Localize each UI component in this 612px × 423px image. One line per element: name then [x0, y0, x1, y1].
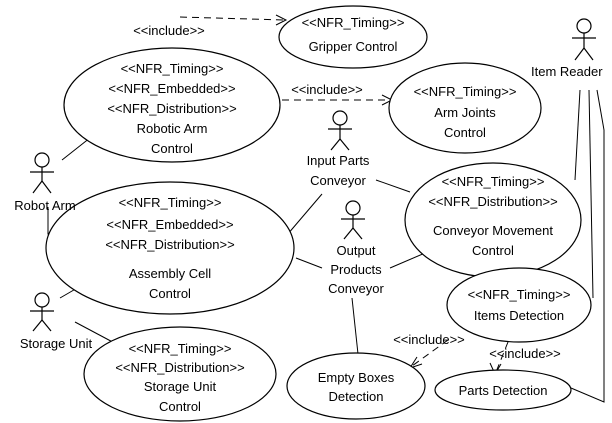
- gripper-control-stereotype: <<NFR_Timing>>: [302, 15, 405, 30]
- association-output-conveyor-empty-boxes: [351, 297, 359, 355]
- associations: [47, 89, 605, 403]
- arm-joints-stereotype: <<NFR_Timing>>: [414, 84, 517, 99]
- input-conveyor-stick-figure-icon: [328, 110, 352, 151]
- include-parts-line: [495, 341, 509, 373]
- association-item-reader-conveyor-movement: [574, 89, 581, 181]
- output-conveyor-label-line2: Products: [330, 262, 382, 277]
- use-case-parts-detection: Parts Detection: [434, 369, 572, 411]
- robotic-arm-name-line1: Robotic Arm: [137, 121, 208, 136]
- parts-detection-name: Parts Detection: [459, 383, 548, 398]
- actor-output-products-conveyor: Output Products Conveyor: [328, 200, 384, 296]
- storage-control-stereotype-timing: <<NFR_Timing>>: [129, 341, 232, 356]
- robotic-arm-stereotype-distribution: <<NFR_Distribution>>: [107, 101, 236, 116]
- arm-joints-name-line2: Control: [444, 125, 486, 140]
- use-case-assembly-cell-control: <<NFR_Timing>> <<NFR_Embedded>> <<NFR_Di…: [45, 181, 295, 315]
- conveyor-movement-name-line1: Conveyor Movement: [433, 223, 553, 238]
- robot-arm-stick-figure-icon: [30, 152, 54, 194]
- assembly-cell-stereotype-distribution: <<NFR_Distribution>>: [105, 237, 234, 252]
- use-case-empty-boxes-detection: Empty Boxes Detection: [286, 352, 426, 420]
- robot-arm-label: Robot Arm: [14, 198, 75, 213]
- use-case-robotic-arm-control: <<NFR_Timing>> <<NFR_Embedded>> <<NFR_Di…: [63, 47, 281, 163]
- actor-item-reader: Item Reader: [531, 18, 603, 79]
- assembly-cell-stereotype-timing: <<NFR_Timing>>: [119, 195, 222, 210]
- items-detection-stereotype: <<NFR_Timing>>: [468, 287, 571, 302]
- include-parts-label: <<include>>: [489, 346, 561, 361]
- include-gripper-label: <<include>>: [133, 23, 205, 38]
- use-case-gripper-control: <<NFR_Timing>> Gripper Control: [278, 5, 428, 69]
- gripper-control-name: Gripper Control: [309, 39, 398, 54]
- storage-control-name-line2: Control: [159, 399, 201, 414]
- actor-storage-unit: Storage Unit: [20, 292, 93, 351]
- robotic-arm-stereotype-timing: <<NFR_Timing>>: [121, 61, 224, 76]
- association-input-conveyor-conveyor-movement: [375, 179, 411, 193]
- item-reader-label: Item Reader: [531, 64, 603, 79]
- actor-robot-arm: Robot Arm: [14, 152, 76, 213]
- assembly-cell-name-line2: Control: [149, 286, 191, 301]
- actor-input-parts-conveyor: Input Parts Conveyor: [307, 110, 370, 188]
- input-conveyor-label-line1: Input Parts: [307, 153, 370, 168]
- items-detection-name: Items Detection: [474, 308, 564, 323]
- include-relations: <<include>> <<include>> <<include>> <<in…: [133, 14, 561, 376]
- empty-boxes-name-line1: Empty Boxes: [318, 370, 395, 385]
- assembly-cell-name-line1: Assembly Cell: [129, 266, 211, 281]
- include-empty-boxes-label: <<include>>: [393, 332, 465, 347]
- include-empty-boxes-line: [411, 339, 449, 367]
- output-conveyor-label-line1: Output: [336, 243, 375, 258]
- association-input-conveyor-assembly-cell: [286, 193, 323, 236]
- output-conveyor-label-line3: Conveyor: [328, 281, 384, 296]
- use-case-arm-joints-control: <<NFR_Timing>> Arm Joints Control: [388, 62, 542, 154]
- storage-unit-label: Storage Unit: [20, 336, 93, 351]
- item-reader-stick-figure-icon: [572, 18, 596, 61]
- conveyor-movement-name-line2: Control: [472, 243, 514, 258]
- association-output-conveyor-assembly-cell: [295, 257, 323, 269]
- use-case-storage-unit-control: <<NFR_Timing>> <<NFR_Distribution>> Stor…: [83, 326, 277, 422]
- assembly-cell-stereotype-embedded: <<NFR_Embedded>>: [106, 217, 233, 232]
- robotic-arm-stereotype-embedded: <<NFR_Embedded>>: [108, 81, 235, 96]
- association-item-reader-items-detection: [588, 89, 594, 299]
- storage-control-stereotype-distribution: <<NFR_Distribution>>: [115, 360, 244, 375]
- robotic-arm-name-line2: Control: [151, 141, 193, 156]
- empty-boxes-name-line2: Detection: [329, 389, 384, 404]
- input-conveyor-label-line2: Conveyor: [310, 173, 366, 188]
- conveyor-movement-stereotype-timing: <<NFR_Timing>>: [442, 174, 545, 189]
- use-case-items-detection: <<NFR_Timing>> Items Detection: [446, 267, 592, 343]
- include-arm-joints-label: <<include>>: [291, 82, 363, 97]
- arm-joints-name-line1: Arm Joints: [434, 105, 496, 120]
- output-conveyor-stick-figure-icon: [341, 200, 365, 240]
- conveyor-movement-stereotype-distribution: <<NFR_Distribution>>: [428, 194, 557, 209]
- storage-unit-stick-figure-icon: [30, 292, 54, 332]
- use-case-conveyor-movement-control: <<NFR_Timing>> <<NFR_Distribution>> Conv…: [404, 162, 582, 278]
- association-item-reader-parts-detection: [570, 89, 605, 403]
- include-gripper-line: [179, 16, 285, 21]
- include-gripper-arrowhead: [275, 14, 288, 26]
- storage-control-name-line1: Storage Unit: [144, 379, 217, 394]
